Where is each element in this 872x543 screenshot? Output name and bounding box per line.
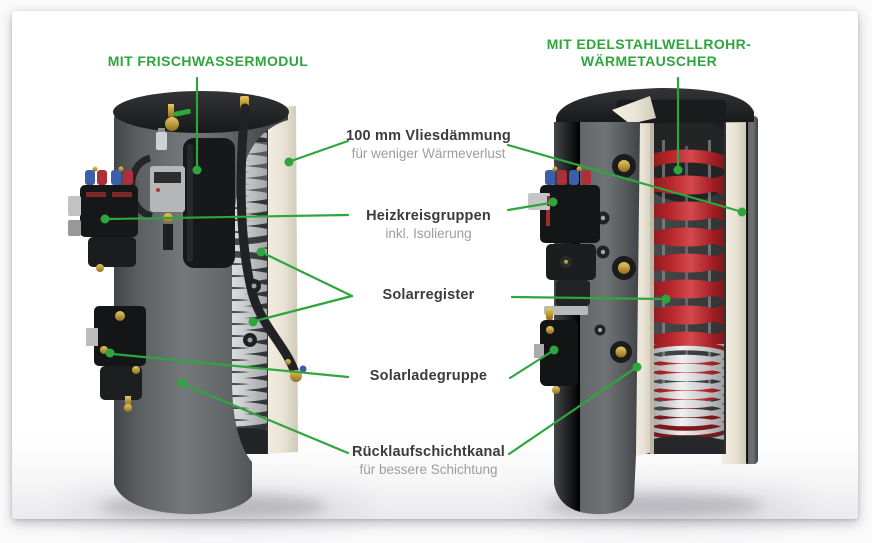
headline-edelstahlwellrohr-line2: WÄRMETAUSCHER (580, 53, 718, 69)
callout-title: Solarladegruppe (369, 368, 488, 384)
right-tank-bolts (594, 154, 636, 363)
insulation-inner-edge (650, 112, 654, 454)
solarladegruppe-valve-group (86, 306, 146, 412)
callout-title: 100 mm Vliesdämmung (346, 128, 511, 144)
connector-heizkreisgruppen (100, 197, 558, 224)
connector-frischwassermodul (192, 76, 202, 175)
connector-ruecklaufschichtkanal (177, 362, 642, 456)
frischwassermodul (183, 138, 235, 268)
callout-vliesdaemmung: 100 mm Vliesdämmung für weniger Wärmever… (308, 128, 549, 162)
callout-ruecklaufschichtkanal: Rücklaufschichtkanal für bessere Schicht… (308, 444, 549, 478)
callout-solarregister: Solarregister (308, 287, 549, 304)
callout-subtitle: für weniger Wärmeverlust (351, 146, 506, 161)
callout-subtitle: für bessere Schichtung (359, 462, 498, 477)
left-tank-cap (113, 91, 289, 133)
left-tank-ports (243, 279, 261, 347)
solarregister-coil-right (648, 344, 724, 454)
headline-edelstahlwellrohr: MIT EDELSTAHLWELLROHR- WÄRMETAUSCHER (509, 36, 789, 70)
insulation-top-edge (612, 96, 656, 124)
connector-solarregister (248, 247, 671, 327)
headline-edelstahlwellrohr-line1: MIT EDELSTAHLWELLROHR- (546, 36, 752, 52)
connector-vliesdaemmung (284, 139, 747, 217)
callout-solarladegruppe: Solarladegruppe (308, 368, 549, 385)
callout-title: Heizkreisgruppen (366, 208, 491, 224)
callout-title: Solarregister (382, 287, 475, 303)
callout-title: Rücklaufschichtkanal (351, 444, 506, 460)
solarladegruppe-valve-group-right (534, 308, 578, 394)
callout-connectors (100, 76, 747, 456)
callout-subtitle: inkl. Isolierung (385, 226, 472, 241)
ruecklaufschichtkanal-pipe (236, 96, 307, 382)
right-tank-illustration (528, 88, 758, 515)
right-tank-outer-edge (744, 116, 758, 464)
callout-heizkreisgruppen: Heizkreisgruppen inkl. Isolierung (308, 208, 549, 242)
heizkreis-pump-group (68, 166, 138, 272)
connector-solarladegruppe (105, 345, 559, 380)
left-tank-illustration (68, 91, 307, 515)
headline-frischwassermodul: MIT FRISCHWASSERMODUL (107, 53, 309, 69)
connector-edelstahlwellrohr (673, 76, 683, 175)
heizkreis-pump-group-right (528, 166, 600, 315)
